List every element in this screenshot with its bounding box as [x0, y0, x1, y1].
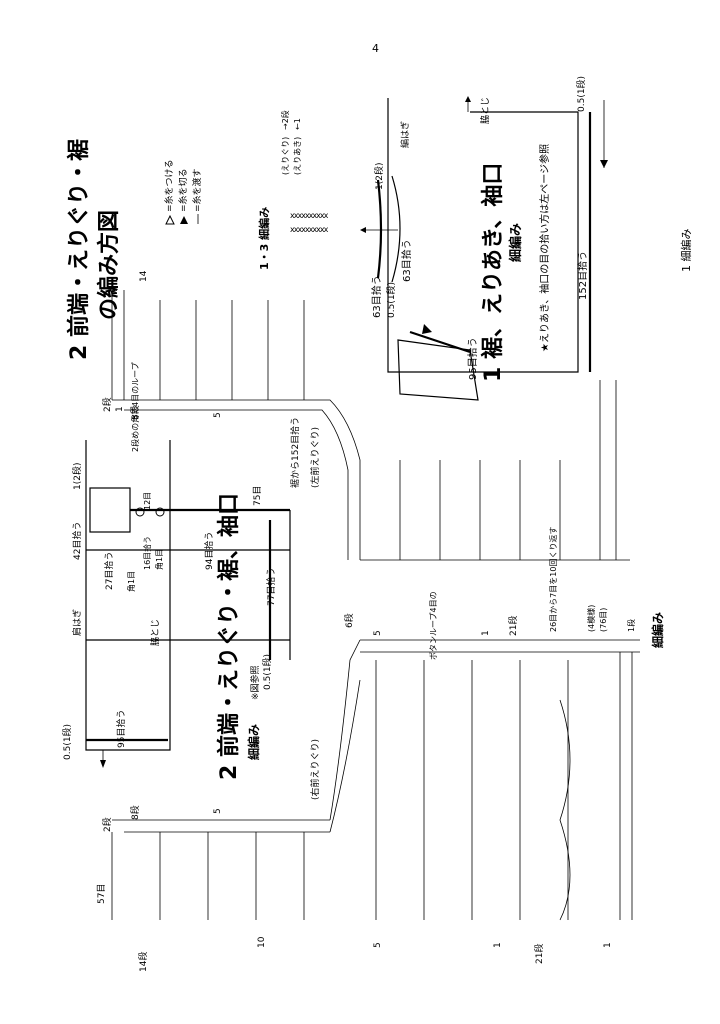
label-1-2row-p2: 1(2段): [71, 463, 83, 490]
bottom-label-5c: 5: [373, 630, 383, 636]
top-title: 2 前端・えりぐり・裾 の編み方図: [66, 139, 122, 360]
top-label-14: 14: [139, 270, 149, 282]
svg-text:xxxxxxxxxx: xxxxxxxxxx: [290, 211, 329, 220]
label-152-pick: 152目拾う: [576, 251, 589, 300]
label-95-pick-p2: 95目拾う: [115, 710, 127, 748]
panel-2-schematic: [85, 440, 291, 768]
label-left-front-neckline: (左前えりぐり): [309, 427, 321, 488]
panel-2-title: 2 前端・えりぐり・裾、袖口 細編み ※図参照: [216, 493, 261, 780]
svg-text:2 前端・えりぐり・裾: 2 前端・えりぐり・裾: [66, 139, 92, 360]
label-button-loop: ボタンループ4目の: [429, 591, 438, 660]
label-05-1row-a: 0.5(1段): [385, 282, 397, 318]
svg-text:2 前端・えりぐり・裾、袖口: 2 前端・えりぐり・裾、袖口: [216, 493, 242, 780]
label-05-1row-b: 0.5(1段): [575, 76, 587, 112]
label-27-pick: 27目拾う: [103, 552, 115, 590]
legend-carry-yarn: =糸を渡す: [191, 168, 203, 212]
svg-text:(えりあき): (えりあき): [293, 137, 302, 175]
svg-text:1 裾、えりあき、袖口: 1 裾、えりあき、袖口: [480, 163, 506, 382]
top-stitch-chart: 2段 1 8段 5 14 (左前えりぐり) 裾から152目拾う: [101, 270, 630, 561]
label-05-1row-p2a: 0.5(1段): [261, 654, 273, 690]
bottom-label-21row-b: 21段: [507, 616, 519, 636]
svg-text:→2段: →2段: [280, 110, 290, 130]
svg-text:※図参照: ※図参照: [249, 665, 261, 700]
bottom-label-2row: 2段: [101, 817, 113, 832]
panel-1-title: 1 裾、えりあき、袖口 細編み: [480, 163, 524, 382]
label-77-pick: 77目拾う: [265, 568, 277, 606]
legend-attach-yarn: =糸をつける: [163, 159, 175, 212]
label-94-pick: 94目拾う: [203, 532, 215, 570]
page-number: 4: [372, 42, 379, 55]
top-label-8row: 8段: [129, 405, 141, 420]
bottom-label-1a: 1: [493, 942, 503, 948]
svg-text:1・3 細編み: 1・3 細編み: [257, 207, 271, 270]
label-152-from-hem: 裾から152目拾う: [289, 417, 301, 488]
label-1row: 1段: [626, 619, 636, 632]
svg-text:細編み: 細編み: [508, 223, 524, 262]
label-16-pick: 16目拾う: [142, 536, 152, 570]
label-corner-1a: 角1目: [126, 571, 136, 592]
label-63-pick-a: 63目拾う: [400, 239, 413, 282]
panel-1-note: ★えりあき、袖口の目の拾い方は左ページ参照: [538, 144, 551, 352]
label-42-pick: 42目拾う: [71, 522, 83, 560]
label-right-front-neckline: (右前えりぐり): [309, 739, 321, 800]
label-05-1row-p2b: 0.5(1段): [61, 724, 73, 760]
label-side-seam-p2: 脇とじ: [150, 619, 161, 646]
label-single-crochet: 細編み: [650, 612, 665, 648]
label-12: 12目: [143, 492, 152, 510]
top-label-1: 1: [115, 406, 125, 412]
label-4-pattern: (4模様): [586, 605, 596, 632]
label-75: 75目: [252, 486, 263, 506]
svg-text:★えりあき、袖口の目の拾い方は左ページ参照: ★えりあき、袖口の目の拾い方は左ページ参照: [538, 144, 551, 352]
label-1-2row: 1(2段): [373, 163, 385, 190]
label-76-stitch: (76目): [599, 608, 608, 632]
bottom-label-6row: 6段: [343, 613, 355, 628]
label-63-pick-b: 63目拾う: [370, 275, 383, 318]
bottom-label-21row-a: 21段: [533, 944, 545, 964]
top-label-2row: 2段: [101, 397, 113, 412]
svg-text:細編み: 細編み: [246, 724, 261, 760]
svg-text:(えりぐり): (えりぐり): [281, 137, 290, 175]
label-95-pick: 95目拾う: [466, 337, 479, 380]
top-label-5: 5: [213, 412, 223, 418]
bottom-label-8row: 8段: [129, 805, 141, 820]
bottom-label-14row: 14段: [137, 952, 149, 972]
label-repeat-note: 26目から7目を10回くり返す: [549, 527, 558, 632]
label-shoulder-seam: 編はぎ: [399, 121, 411, 148]
panel-1-caption: 1 細編み: [679, 229, 693, 273]
label-button-loop-note: 2段めの角で4目のループ: [130, 362, 140, 452]
label-side-seam: 脇とじ: [480, 97, 491, 124]
bottom-label-5b: 5: [373, 942, 383, 948]
bottom-label-5a: 5: [213, 808, 223, 814]
legend: =糸をつける =糸を切る =糸を渡す: [163, 159, 203, 225]
panel-1-schematic: [360, 96, 608, 401]
bottom-stitch-chart: 2段 8段 5 57目 14段 10 5 1 21段 1 (右前えりぐり) 6段…: [96, 527, 665, 972]
small-section-1-3: 1・3 細編み (えりぐり) (えりあき) →2段 ←1 xxxxxxxxxx …: [257, 110, 330, 270]
bottom-label-1c: 1: [481, 630, 491, 636]
bottom-label-1b: 1: [603, 942, 613, 948]
bottom-label-57: 57目: [96, 884, 107, 904]
label-shoulder-seam-p2: 肩はぎ: [71, 609, 83, 636]
label-corner-1b: 角1目: [154, 549, 164, 570]
svg-text:←1: ←1: [293, 118, 302, 130]
bottom-label-10: 10: [257, 936, 267, 948]
svg-text:xxxxxxxxxx: xxxxxxxxxx: [290, 225, 329, 234]
svg-text:の編み方図: の編み方図: [96, 210, 122, 320]
legend-cut-yarn: =糸を切る: [177, 168, 189, 212]
